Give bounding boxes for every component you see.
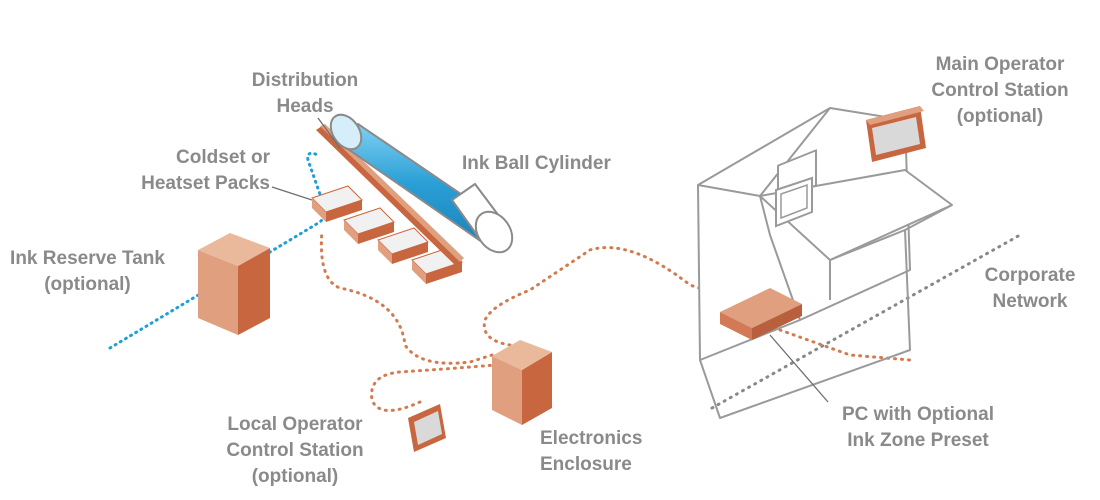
label-line: Enclosure: [540, 454, 632, 475]
label-line: Ink Zone Preset: [847, 430, 989, 451]
label-line: Network: [992, 291, 1068, 312]
label-line: Main Operator: [935, 54, 1065, 75]
console-screen: [775, 176, 813, 228]
ink-reserve-tank: [198, 233, 270, 335]
label-electronics-enclosure: Electronics Enclosure: [540, 426, 642, 478]
corporate-network-line: [710, 233, 1022, 410]
label-line: (optional): [251, 466, 339, 487]
distribution-heads: [316, 124, 464, 266]
label-line: Local Operator: [227, 414, 363, 435]
coldset-packs: [311, 185, 463, 284]
label-pc-ink-zone: PC with Optional Ink Zone Preset: [818, 402, 1018, 454]
label-line: Coldset or: [176, 147, 270, 168]
operator-console: [697, 107, 953, 419]
ink-ball-cylinder: [329, 113, 514, 254]
main-operator-monitor: [866, 106, 926, 162]
label-line: Control Station: [226, 440, 364, 461]
label-ink-reserve-tank: Ink Reserve Tank (optional): [0, 246, 175, 298]
label-line: Heads: [276, 96, 334, 117]
label-coldset-packs: Coldset or Heatset Packs: [110, 145, 270, 197]
label-line: Ink Reserve Tank: [10, 248, 165, 269]
label-line: Corporate: [984, 265, 1076, 286]
label-line: (optional): [44, 274, 131, 295]
label-line: Heatset Packs: [141, 173, 270, 194]
label-line: Distribution: [251, 70, 359, 91]
label-line: Ink Ball Cylinder: [462, 153, 611, 174]
pc-unit: [720, 288, 802, 340]
label-line: PC with Optional: [842, 404, 994, 425]
label-ink-ball-cylinder: Ink Ball Cylinder: [462, 151, 611, 177]
local-operator-monitor: [408, 404, 446, 452]
label-local-operator-station: Local Operator Control Station (optional…: [200, 412, 390, 490]
label-main-operator-station: Main Operator Control Station (optional): [905, 52, 1095, 130]
label-distribution-heads: Distribution Heads: [230, 68, 380, 120]
label-corporate-network: Corporate Network: [970, 263, 1090, 315]
label-line: (optional): [956, 106, 1044, 127]
electronics-enclosure: [492, 340, 552, 425]
label-line: Control Station: [931, 80, 1069, 101]
leader-lines: [271, 117, 829, 403]
label-line: Electronics: [540, 428, 643, 449]
